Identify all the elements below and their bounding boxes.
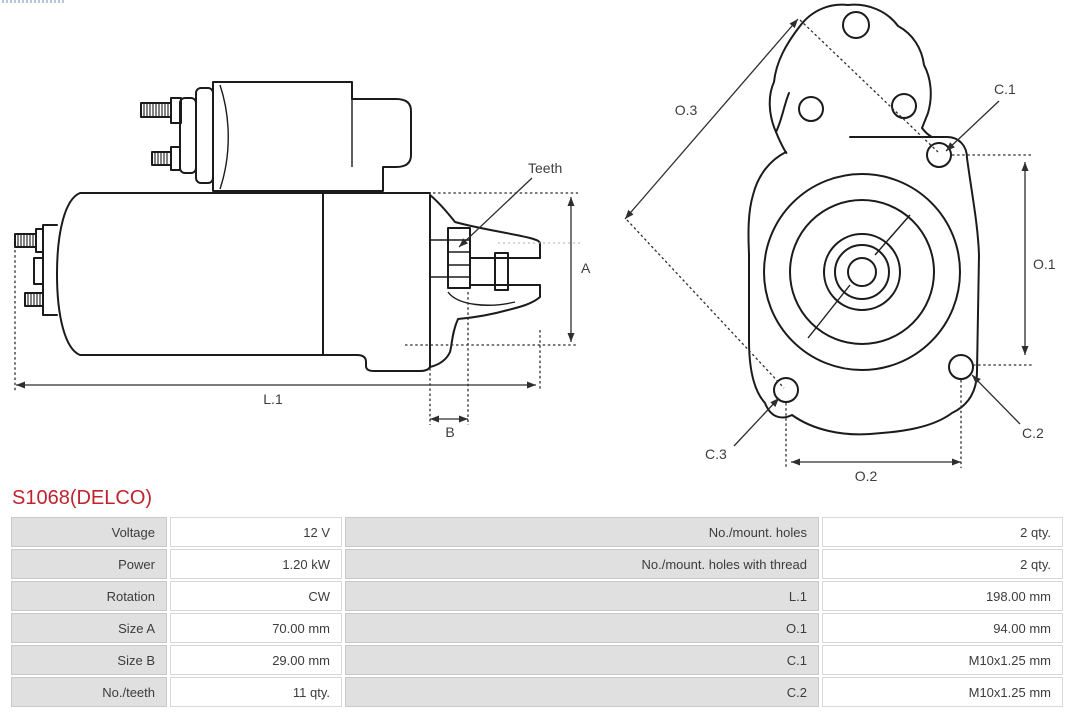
front-view-dimensions: O.3 C.1 O.1 C.3 C.2 O.2 (624, 18, 1056, 484)
dim-label-a: A (581, 260, 591, 276)
technical-drawing-area: Teeth A L.1 B (14, 3, 1056, 484)
part-number-title: S1068(DELCO) (12, 487, 153, 509)
spec-label: C.2 (345, 677, 819, 707)
spec-label: Size B (11, 645, 167, 675)
spec-label: No./mount. holes (345, 517, 819, 547)
spec-label: Voltage (11, 517, 167, 547)
spec-value: M10x1.25 mm (822, 677, 1063, 707)
dim-label-l1: L.1 (263, 391, 283, 407)
dim-label-b: B (445, 424, 454, 440)
side-view-dimensions: Teeth A L.1 B (14, 160, 591, 440)
spec-value: 94.00 mm (822, 613, 1063, 643)
spec-label: L.1 (345, 581, 819, 611)
spec-row-size-b: Size B 29.00 mm C.1 M10x1.25 mm (11, 645, 1063, 675)
spec-label: No./teeth (11, 677, 167, 707)
spec-row-voltage: Voltage 12 V No./mount. holes 2 qty. (11, 517, 1063, 547)
spec-value: 198.00 mm (822, 581, 1063, 611)
spec-value: 29.00 mm (170, 645, 342, 675)
spec-row-power: Power 1.20 kW No./mount. holes with thre… (11, 549, 1063, 579)
spec-label: C.1 (345, 645, 819, 675)
spec-value: 70.00 mm (170, 613, 342, 643)
spec-label: O.1 (345, 613, 819, 643)
spec-row-rotation: Rotation CW L.1 198.00 mm (11, 581, 1063, 611)
spec-value: CW (170, 581, 342, 611)
spec-label: No./mount. holes with thread (345, 549, 819, 579)
spec-label: Rotation (11, 581, 167, 611)
spec-value: 2 qty. (822, 517, 1063, 547)
spec-value: M10x1.25 mm (822, 645, 1063, 675)
spec-value: 1.20 kW (170, 549, 342, 579)
dim-label-c3: C.3 (705, 446, 727, 462)
spec-value: 12 V (170, 517, 342, 547)
spec-table: Voltage 12 V No./mount. holes 2 qty. Pow… (8, 515, 1066, 709)
dim-label-o2: O.2 (855, 468, 878, 484)
terminal-thread-hatching (143, 103, 169, 165)
stud-thread-hatching (17, 234, 41, 306)
dim-label-c2: C.2 (1022, 425, 1044, 441)
spec-value: 2 qty. (822, 549, 1063, 579)
side-view-drawing (14, 81, 541, 372)
spec-row-size-a: Size A 70.00 mm O.1 94.00 mm (11, 613, 1063, 643)
top-left-watermark-artifact (2, 0, 66, 3)
spec-row-teeth: No./teeth 11 qty. C.2 M10x1.25 mm (11, 677, 1063, 707)
starter-motor-drawings: Teeth A L.1 B (14, 3, 1056, 484)
front-view-drawing (747, 3, 980, 436)
spec-label: Power (11, 549, 167, 579)
dim-label-c1: C.1 (994, 81, 1016, 97)
spec-label: Size A (11, 613, 167, 643)
dim-label-teeth: Teeth (528, 160, 562, 176)
dim-label-o3: O.3 (675, 102, 698, 118)
dim-label-o1: O.1 (1033, 256, 1056, 272)
spec-value: 11 qty. (170, 677, 342, 707)
